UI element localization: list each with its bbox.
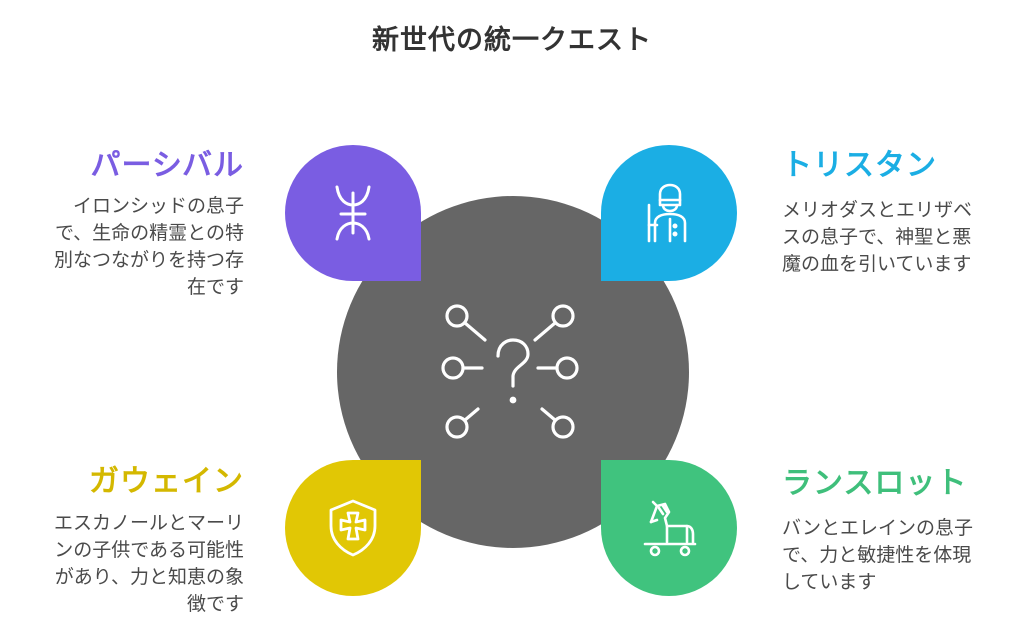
tristan-heading: トリスタン	[782, 148, 937, 183]
rune-symbol-icon	[335, 185, 371, 241]
question-network-icon	[430, 296, 590, 446]
percival-tile	[285, 145, 421, 281]
gawain-heading: ガウェイン	[89, 464, 244, 499]
page-title: 新世代の統一クエスト	[372, 25, 652, 56]
lancelot-heading: ランスロット	[782, 466, 968, 501]
tristan-description: メリオダスとエリザベ スの息子で、神聖と悪 魔の血を引いています	[782, 199, 973, 275]
percival-description: イロンシッドの息子 で、生命の精霊との特 別なつながりを持つ存 在です	[53, 195, 244, 298]
lancelot-description: バンとエレインの息子 で、力と敏捷性を体現 しています	[782, 517, 973, 593]
gawain-description: エスカノールとマーリ ンの子供である可能性 があり、力と知恵の象 徴です	[53, 512, 244, 615]
lancelot-tile	[601, 460, 737, 596]
gawain-tile	[285, 460, 421, 596]
rocking-horse-icon	[643, 500, 697, 557]
tristan-tile	[601, 145, 737, 281]
cross-shield-icon	[329, 499, 377, 557]
percival-heading: パーシバル	[90, 148, 244, 183]
royal-guard-icon	[647, 183, 687, 243]
